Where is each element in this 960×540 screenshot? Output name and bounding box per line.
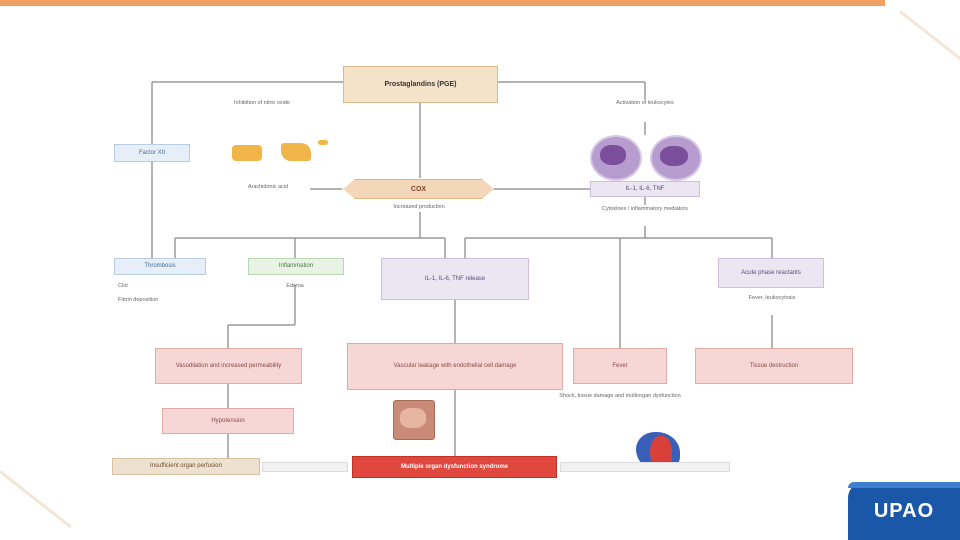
- leukocyte-nucleus-icon-1: [600, 145, 626, 165]
- inflammation-box: Inflammation: [248, 258, 344, 275]
- thrombosis-note-1: Clot: [118, 283, 158, 290]
- acute-phase-box: Acute phase reactants: [718, 258, 824, 288]
- footnote-placeholder-left: [262, 462, 348, 472]
- center-caption: Increased production: [360, 204, 478, 211]
- vasodilation-box: Vasodilation and increased permeability: [155, 348, 302, 384]
- top-node: Prostaglandins (PGE): [343, 66, 498, 103]
- mods-box: Multiple organ dysfunction syndrome: [352, 456, 557, 478]
- insufficient-perfusion-box: Insufficient organ perfusion: [112, 458, 260, 475]
- right-top-label: Activation of leukocytes: [585, 100, 705, 107]
- tissue-destruction-box: Tissue destruction: [695, 348, 853, 384]
- tissue-image-detail: [400, 408, 426, 428]
- leukocyte-nucleus-icon-2: [660, 146, 688, 166]
- molecule-icon-2: [281, 143, 311, 161]
- molecule-icon: [232, 145, 262, 161]
- right-caption: Cytokines / inflammatory mediators: [585, 206, 705, 213]
- hypotension-box: Hypotension: [162, 408, 294, 434]
- center-node: COX: [343, 179, 494, 199]
- cytokines-box: IL-1, IL-6, TNF: [590, 181, 700, 197]
- arachidonic-caption: Arachidonic acid: [238, 184, 298, 191]
- vascular-leakage-box: Vascular leakage with endothelial cell d…: [347, 343, 563, 390]
- left-top-label: Inhibition of nitric oxide: [222, 100, 302, 107]
- thrombosis-box: Thrombosis: [114, 258, 206, 275]
- logo-highlight: [848, 482, 960, 488]
- upao-logo: UPAO: [848, 482, 960, 540]
- factor-xii-box: Factor XII: [114, 144, 190, 162]
- cytokine-release-box: IL-1, IL-6, TNF release: [381, 258, 529, 300]
- thrombosis-note-2: Fibrin deposition: [118, 297, 218, 304]
- small-molecule-icon: [318, 140, 328, 145]
- multiorgan-caption: Shock, tissue damage and multiorgan dysf…: [555, 393, 685, 400]
- logo-text: UPAO: [874, 500, 934, 523]
- footnote-placeholder-right: [560, 462, 730, 472]
- fever-box: Fever: [573, 348, 667, 384]
- inflammation-note: Edema: [275, 283, 315, 290]
- acute-phase-caption: Fever, leukocytosis: [690, 295, 854, 302]
